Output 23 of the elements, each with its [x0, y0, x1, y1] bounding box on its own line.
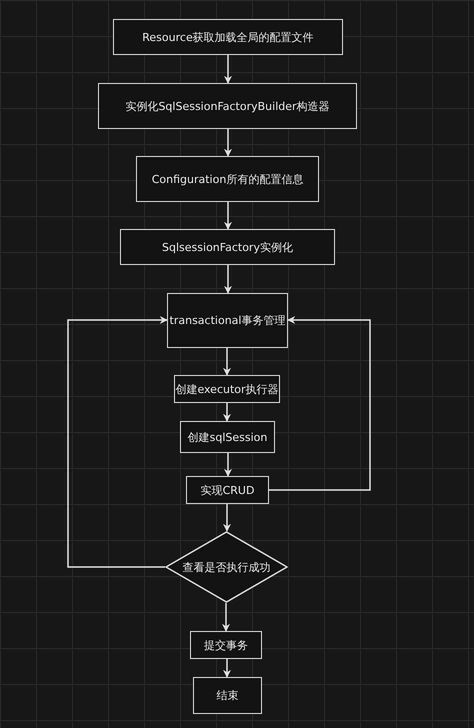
arrow — [224, 202, 232, 230]
arrow — [224, 265, 232, 294]
process-box: 提交事务 — [190, 631, 262, 659]
arrow — [269, 316, 371, 491]
arrow — [222, 603, 230, 632]
process-box: Resource获取加载全局的配置文件 — [113, 19, 343, 55]
process-box: 实现CRUD — [186, 476, 269, 504]
process-box: 实例化SqlSessionFactoryBuilder构造器 — [98, 83, 357, 129]
process-box: Configuration所有的配置信息 — [136, 156, 319, 202]
process-box: 创建executor执行器 — [174, 375, 280, 403]
arrow — [224, 129, 232, 157]
process-box: 结束 — [193, 677, 262, 714]
process-box: transactional事务管理 — [167, 293, 288, 348]
arrow — [223, 348, 231, 376]
arrow — [67, 316, 168, 568]
process-box: SqlsessionFactory实例化 — [120, 229, 335, 265]
process-box: 创建sqlSession — [180, 421, 275, 453]
arrow — [224, 55, 232, 84]
arrow — [224, 453, 232, 477]
arrow — [223, 403, 231, 422]
arrow — [223, 659, 231, 678]
arrow — [223, 504, 231, 532]
decision-diamond: 查看是否执行成功 — [165, 531, 288, 603]
